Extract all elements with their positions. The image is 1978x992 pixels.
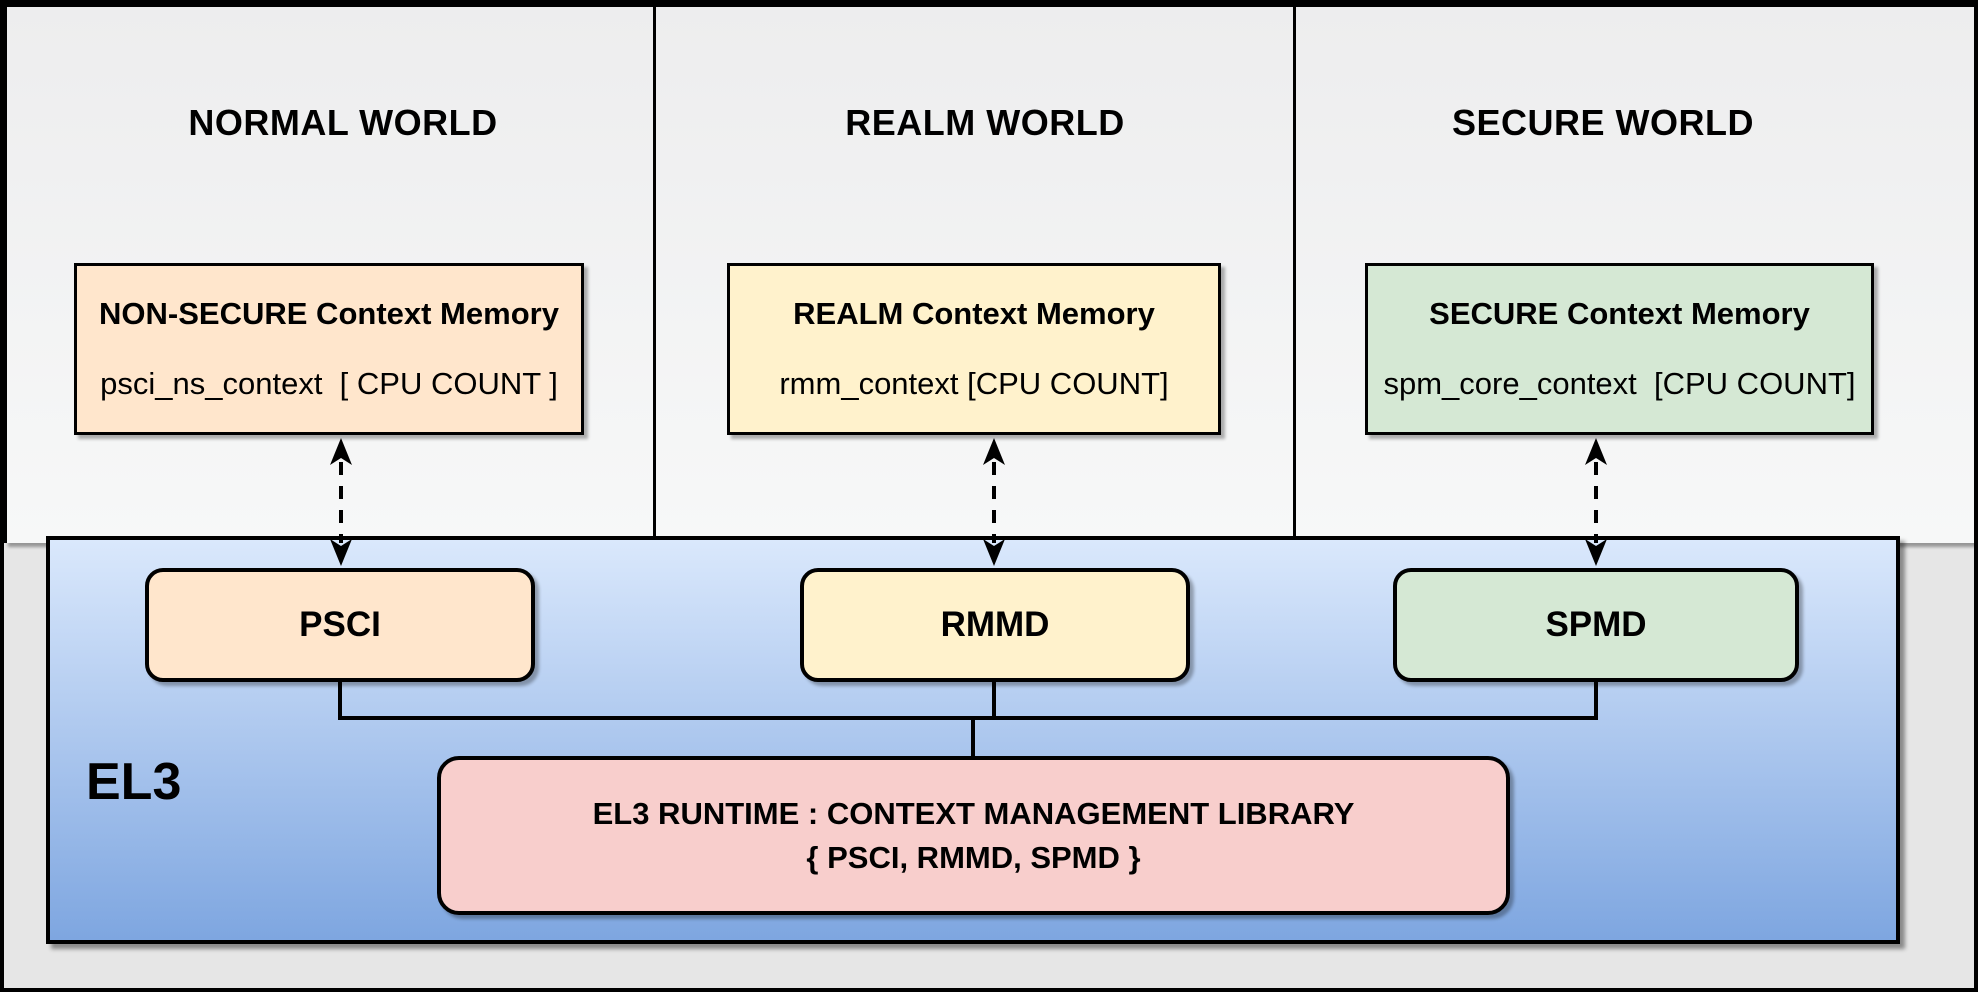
non-secure-context-memory-title: NON-SECURE Context Memory [99,296,559,331]
non-secure-context-memory-array: psci_ns_context [ CPU COUNT ] [100,366,558,401]
normal-world-title: NORMAL WORLD [188,102,498,143]
realm-context-memory-title: REALM Context Memory [793,296,1155,331]
non-secure-context-memory-box: NON-SECURE Context Memory psci_ns_contex… [74,263,584,435]
rmmd-component-label: RMMD [940,605,1050,644]
el3-region-label: EL3 [86,753,182,811]
secure-world-title: SECURE WORLD [1452,102,1754,143]
secure-context-memory-array: spm_core_context [CPU COUNT] [1383,366,1856,401]
realm-context-memory-box: REALM Context Memory rmm_context [CPU CO… [727,263,1221,435]
rmmd-component-box: RMMD [800,568,1190,682]
psci-component-box: PSCI [145,568,535,682]
realm-context-memory-array: rmm_context [CPU COUNT] [779,366,1169,401]
psci-component-label: PSCI [299,605,381,644]
secure-context-memory-title: SECURE Context Memory [1429,296,1810,331]
spmd-component-box: SPMD [1393,568,1799,682]
realm-world-title: REALM WORLD [845,102,1125,143]
el3-runtime-context-mgmt-library-box: EL3 RUNTIME : CONTEXT MANAGEMENT LIBRARY… [437,756,1510,915]
spmd-component-label: SPMD [1545,605,1647,644]
el3-runtime-title-line: EL3 RUNTIME : CONTEXT MANAGEMENT LIBRARY [592,795,1355,831]
el3-runtime-subscript-line: { PSCI, RMMD, SPMD } [806,839,1141,875]
secure-context-memory-box: SECURE Context Memory spm_core_context [… [1365,263,1874,435]
